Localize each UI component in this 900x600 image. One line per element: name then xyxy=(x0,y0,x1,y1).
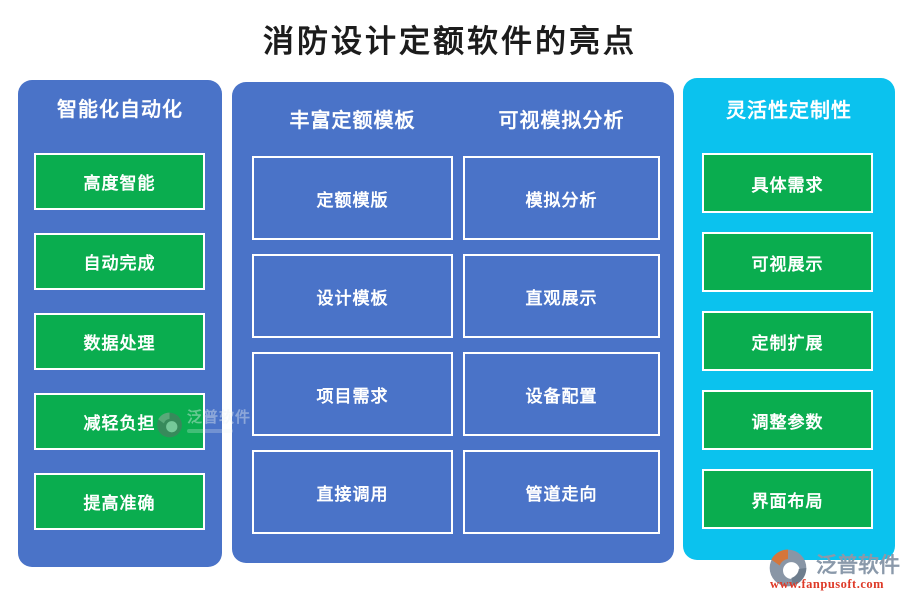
panel-header-intelligent-automation: 智能化自动化 xyxy=(57,99,183,121)
feature-item: 定制扩展 xyxy=(702,311,873,371)
feature-item: 提高准确 xyxy=(34,473,205,530)
page-title: 消防设计定额软件的亮点 xyxy=(263,24,637,59)
feature-item: 自动完成 xyxy=(34,233,205,290)
panel-intelligent-automation: 智能化自动化 高度智能 自动完成 数据处理 减轻负担 提高准确 xyxy=(18,80,222,567)
feature-box: 直观展示 xyxy=(463,254,660,338)
feature-item: 减轻负担 xyxy=(34,393,205,450)
panel-templates-and-analysis: 丰富定额模板 可视模拟分析 定额模版 设计模板 项目需求 直接调用 模拟分析 直… xyxy=(232,82,674,563)
fanpu-logo: 泛普软件 www.fanpusoft.com xyxy=(768,546,900,596)
feature-box: 设备配置 xyxy=(463,352,660,436)
column-header-visual-analysis: 可视模拟分析 xyxy=(498,110,625,132)
feature-box: 直接调用 xyxy=(252,450,453,534)
feature-item: 可视展示 xyxy=(702,232,873,292)
feature-column-templates: 定额模版 设计模板 项目需求 直接调用 xyxy=(252,156,453,534)
feature-box: 设计模板 xyxy=(252,254,453,338)
feature-box: 管道走向 xyxy=(463,450,660,534)
feature-box: 定额模版 xyxy=(252,156,453,240)
column-header-quota-templates: 丰富定额模板 xyxy=(289,110,416,132)
feature-list-left: 高度智能 自动完成 数据处理 减轻负担 提高准确 xyxy=(34,153,205,530)
panel-flexible-customization: 灵活性定制性 具体需求 可视展示 定制扩展 调整参数 界面布局 xyxy=(683,78,895,560)
feature-item: 调整参数 xyxy=(702,390,873,450)
feature-list-right: 具体需求 可视展示 定制扩展 调整参数 界面布局 xyxy=(702,153,873,529)
feature-item: 界面布局 xyxy=(702,469,873,529)
feature-box: 模拟分析 xyxy=(463,156,660,240)
fanpu-logo-icon xyxy=(769,549,807,587)
feature-box: 项目需求 xyxy=(252,352,453,436)
feature-item: 具体需求 xyxy=(702,153,873,213)
logo-url: www.fanpusoft.com xyxy=(770,577,885,591)
feature-column-analysis: 模拟分析 直观展示 设备配置 管道走向 xyxy=(463,156,660,534)
panel-header-flexible-customization: 灵活性定制性 xyxy=(726,100,852,122)
logo-text: 泛普软件 xyxy=(816,554,900,577)
feature-item: 高度智能 xyxy=(34,153,205,210)
feature-item: 数据处理 xyxy=(34,313,205,370)
